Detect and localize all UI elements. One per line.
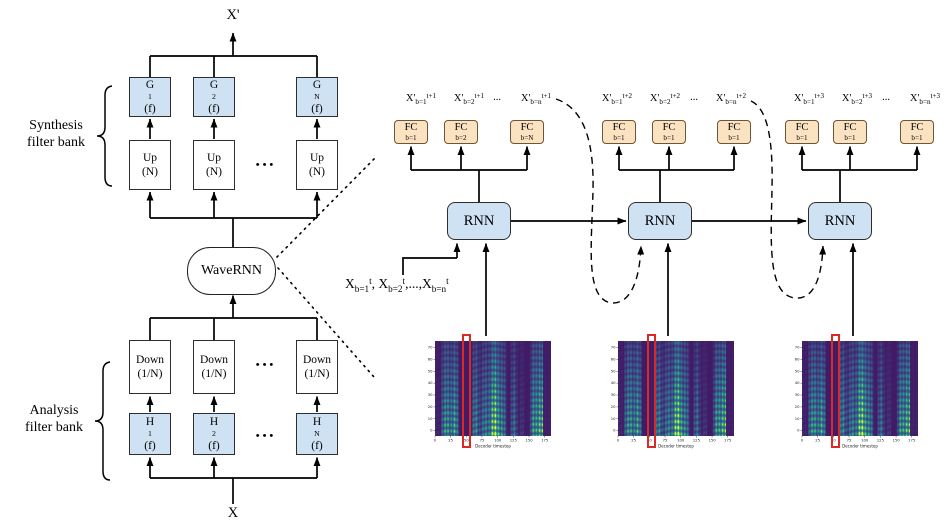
- upN-line1: Up: [309, 151, 325, 164]
- output-ellipsis-t1: ...: [493, 92, 501, 103]
- up-row-ellipsis: •••: [255, 159, 277, 171]
- down2-box: Down (1/N): [193, 340, 235, 394]
- output-ellipsis-t3: ...: [882, 92, 890, 103]
- rnn-cell-3: RNN: [808, 202, 872, 240]
- output-label-b1-t1: X'b=1t+1: [405, 92, 437, 107]
- down1-line1: Down: [135, 353, 165, 366]
- rnn-cell-1: RNN: [447, 202, 511, 240]
- output-ellipsis-t2: ...: [690, 92, 698, 103]
- wavernn-node: WaveRNN: [187, 247, 276, 295]
- timestep-highlight-1: [461, 334, 471, 448]
- input-elbow: [402, 257, 457, 275]
- spectrogram-2: [604, 330, 744, 454]
- spectrogram-3-image: [788, 330, 928, 454]
- up1-line2: (N): [142, 166, 158, 178]
- downN-line1: Down: [302, 353, 332, 366]
- timestep-highlight-3: [830, 334, 840, 448]
- down1-line2: (1/N): [137, 368, 163, 380]
- up2-line1: Up: [206, 151, 222, 164]
- g-output-stubs: [149, 56, 318, 77]
- spectrogram-3: [788, 330, 928, 454]
- output-label-b2-t2: X'b=2t+2: [649, 92, 681, 107]
- synthesis-label-line1: Synthesis: [29, 118, 83, 133]
- synthesis-filter-bank-label: Synthesis filter bank: [8, 117, 104, 151]
- up2-line2: (N): [206, 166, 222, 178]
- x-in-label: X: [227, 505, 239, 521]
- rnn-cell-2: RNN: [628, 202, 692, 240]
- analysis-label-line1: Analysis: [29, 403, 79, 418]
- right-diagram-connectors: [402, 146, 921, 336]
- output-label-bn-t1: X'b=nt+1: [520, 92, 552, 107]
- output-label-b1-t2: X'b=1t+2: [601, 92, 633, 107]
- analysis-label-line2: filter bank: [25, 420, 83, 435]
- output-label-bn-t3: X'b=nt+3: [909, 92, 941, 107]
- timestep-highlight-2: [647, 334, 657, 448]
- upN-box: Up (N): [296, 140, 338, 190]
- subband-input-label: Xb=1t, Xb=2t,...,Xb=nt: [345, 276, 449, 294]
- up1-line1: Up: [142, 151, 158, 164]
- h-row-ellipsis: •••: [255, 430, 277, 442]
- down1-box: Down (1/N): [129, 340, 171, 394]
- output-label-b2-t3: X'b=2t+3: [841, 92, 873, 107]
- down-row-ellipsis: •••: [255, 359, 277, 371]
- down2-line2: (1/N): [201, 368, 227, 380]
- output-label-bn-t2: X'b=nt+2: [715, 92, 747, 107]
- analysis-filter-bank-label: Analysis filter bank: [6, 402, 102, 436]
- feedback-curves: [555, 98, 827, 304]
- down2-line1: Down: [199, 353, 229, 366]
- up2-box: Up (N): [193, 140, 235, 190]
- x-out-label: X': [226, 7, 240, 23]
- wavernn-label: WaveRNN: [200, 263, 263, 278]
- synthesis-label-line2: filter bank: [27, 135, 85, 150]
- downN-line2: (1/N): [304, 368, 330, 380]
- spectrogram-1-image: [421, 330, 561, 454]
- up1-box: Up (N): [129, 140, 171, 190]
- spectrogram-2-image: [604, 330, 744, 454]
- down-output-stubs: [149, 318, 318, 340]
- output-label-b2-t1: X'b=2t+1: [453, 92, 485, 107]
- spectrogram-1: [421, 330, 561, 454]
- downN-box: Down (1/N): [296, 340, 338, 394]
- output-label-b1-t3: X'b=1t+3: [793, 92, 825, 107]
- upN-line2: (N): [309, 166, 325, 178]
